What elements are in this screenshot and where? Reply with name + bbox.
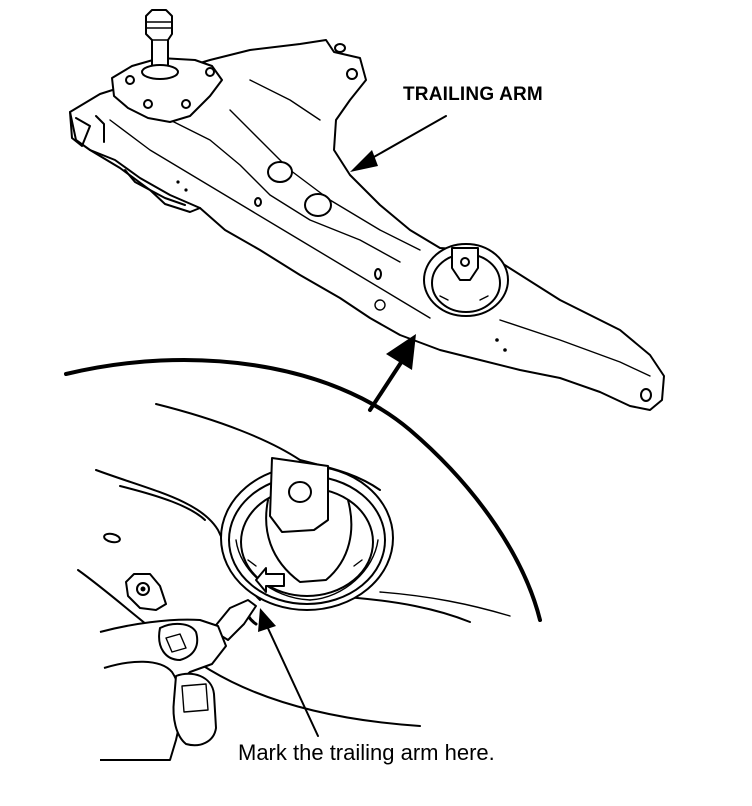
mark-leader [258, 608, 319, 737]
detail-pointer-arrow [368, 334, 416, 412]
detail-circle-arc [64, 358, 542, 622]
hand-with-marker [99, 599, 257, 761]
mark-instruction-label: Mark the trailing arm here. [238, 740, 495, 765]
index-arrow-mark [255, 567, 285, 593]
detail-bushing [220, 457, 394, 611]
trailing-arm-bushing [423, 243, 509, 317]
trailing-arm-label: TRAILING ARM [403, 84, 543, 105]
trailing-arm-drawing [69, 9, 665, 411]
bolt-boss [125, 573, 167, 611]
trailing-arm-body [69, 39, 665, 411]
detail-view [64, 358, 542, 761]
trailing-arm-leader [350, 115, 447, 172]
